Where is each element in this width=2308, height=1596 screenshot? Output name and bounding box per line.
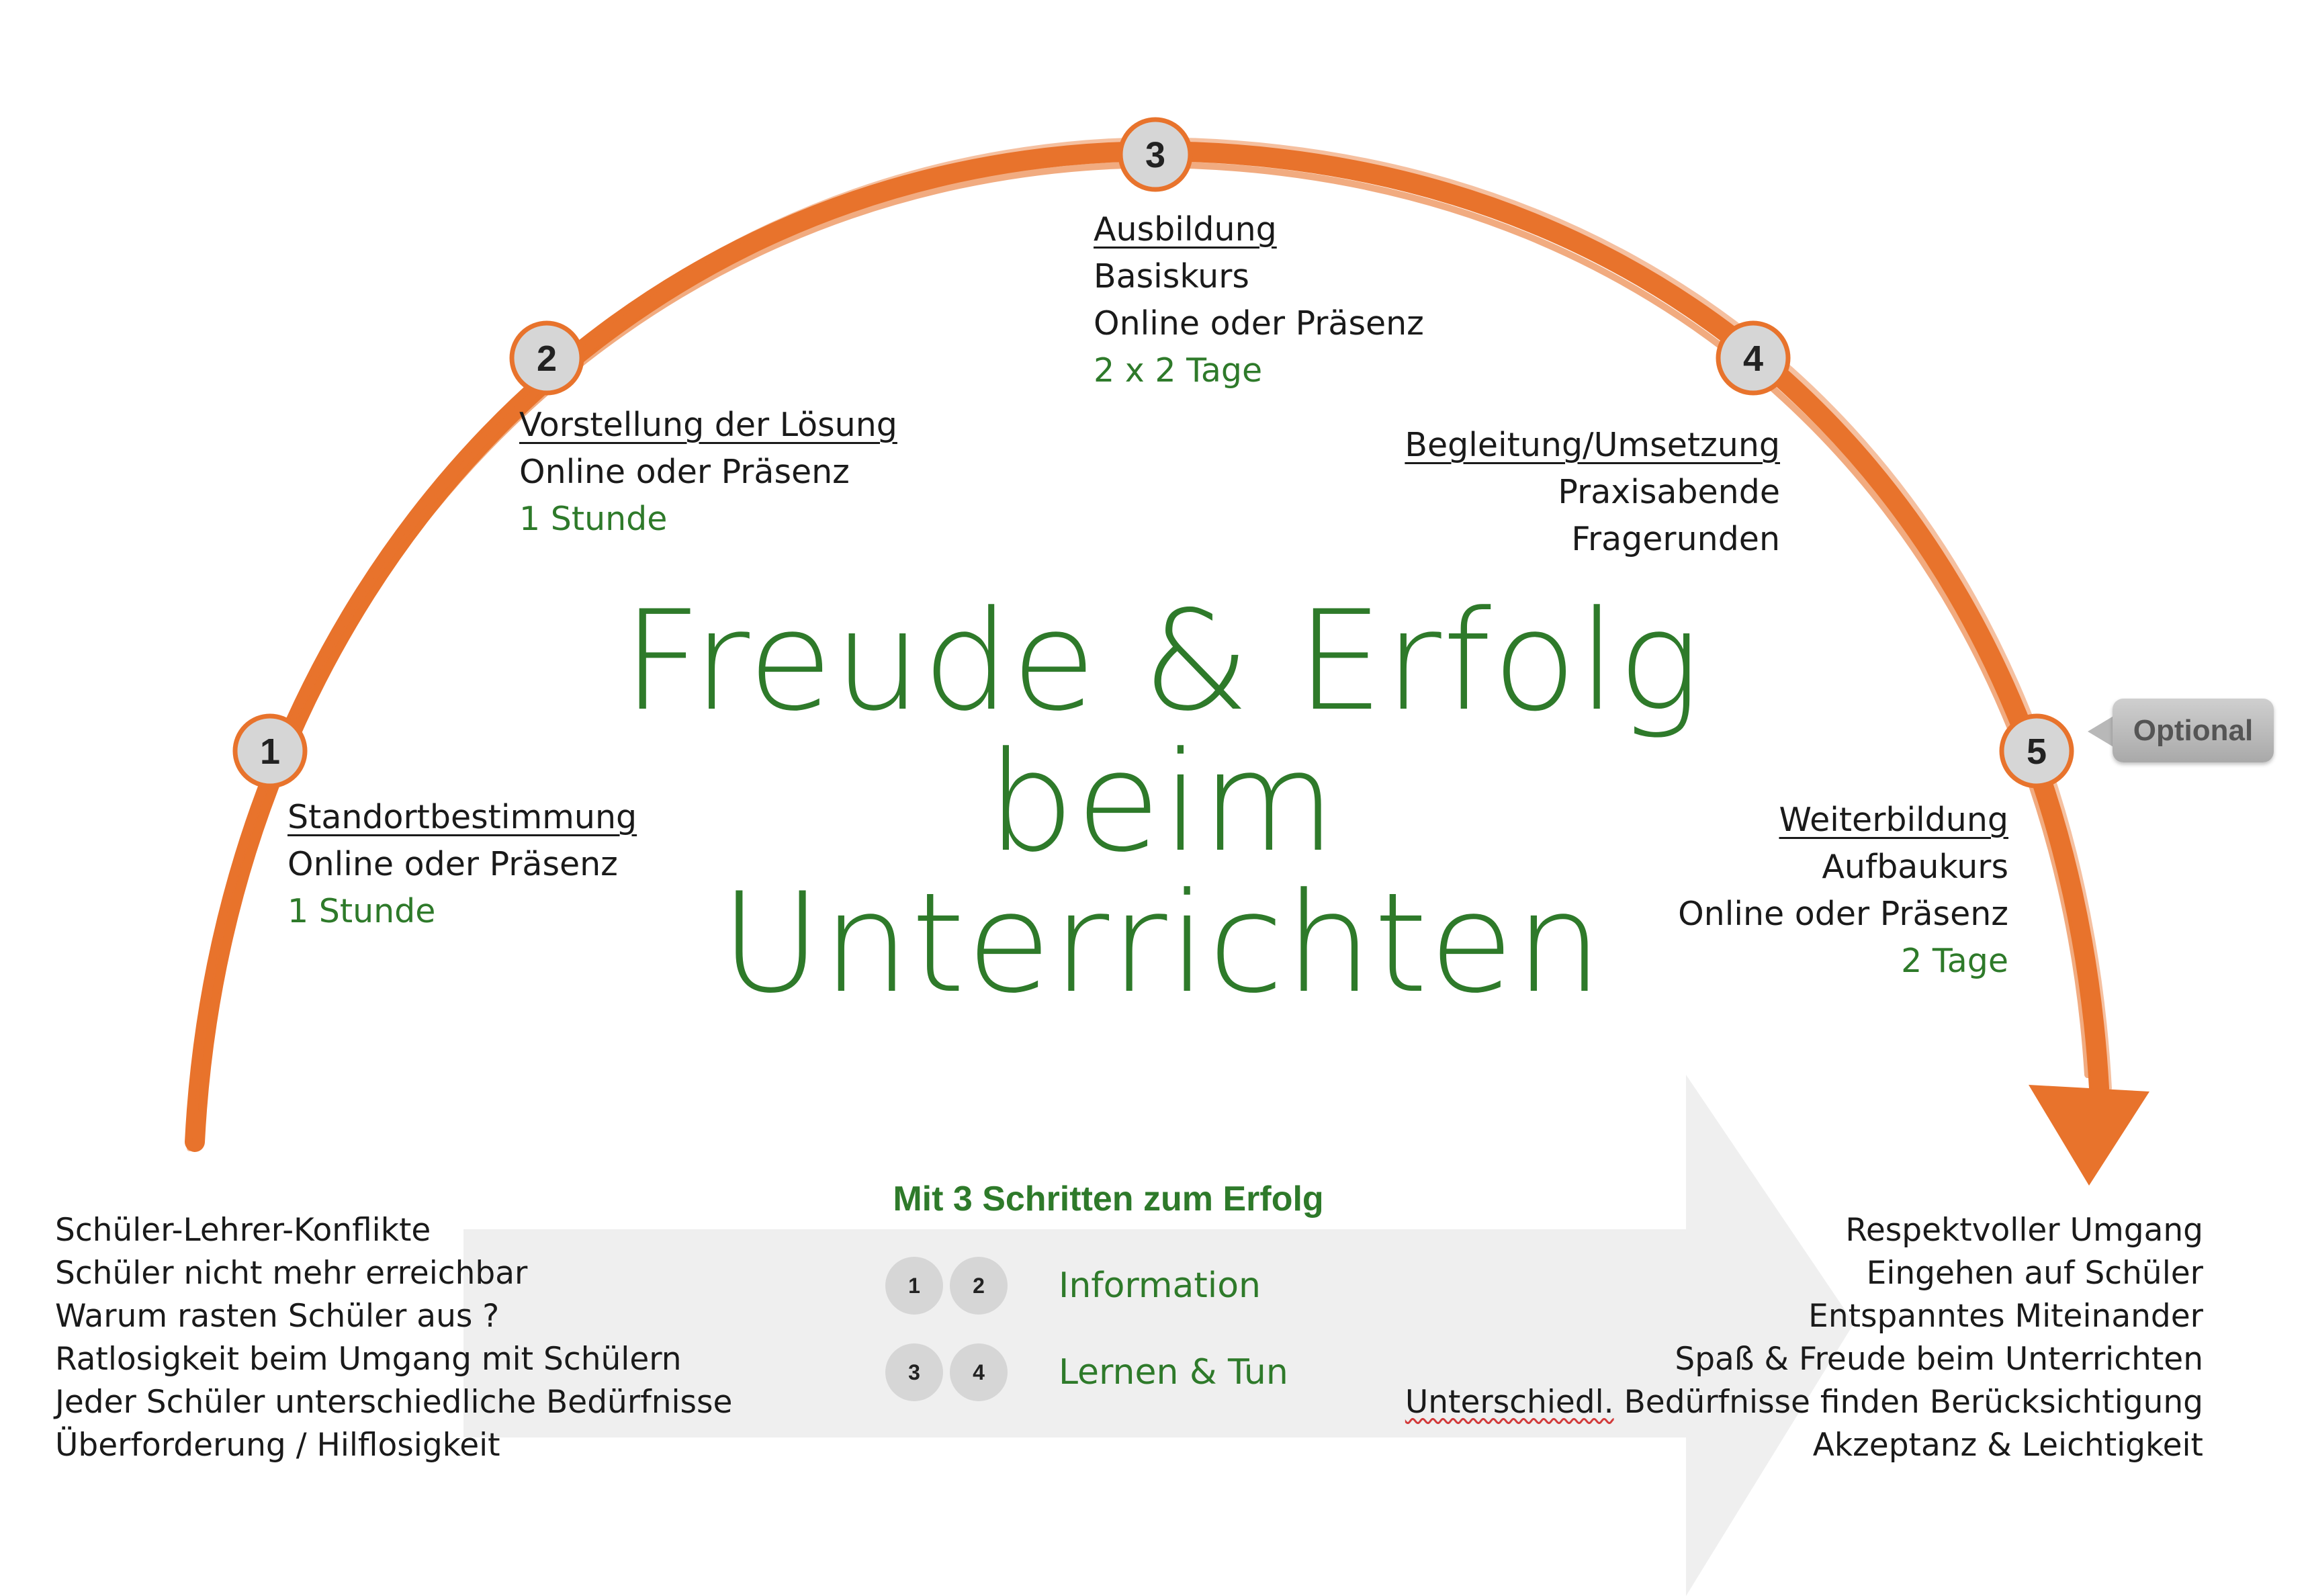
optional-label: Optional: [2133, 713, 2254, 747]
list-item: Ratlosigkeit beim Umgang mit Schülern: [55, 1341, 682, 1378]
step-heading: Standortbestimmung: [287, 798, 637, 836]
list-item: Entspanntes Miteinander: [1808, 1298, 2203, 1335]
three-steps-title: Mit 3 Schritten zum Erfolg: [893, 1180, 1324, 1218]
step-3-text: Ausbildung Basiskurs Online oder Präsenz…: [1094, 206, 1424, 394]
step-1-text: Standortbestimmung Online oder Präsenz 1…: [287, 794, 637, 935]
step-marker-4: 4: [1716, 320, 1791, 396]
step-duration: 1 Stunde: [287, 892, 436, 930]
mini-step-circle: 4: [950, 1343, 1008, 1401]
step-heading: Begleitung/Umsetzung: [1405, 426, 1780, 464]
step-line: Aufbaukurs: [1822, 848, 2008, 886]
step-number: 3: [1145, 135, 1165, 175]
main-title-line: Freude & Erfolg: [622, 582, 1702, 742]
mini-step-circle: 1: [885, 1257, 943, 1315]
step-5-text: Weiterbildung Aufbaukurs Online oder Prä…: [1599, 797, 2008, 985]
step-heading: Vorstellung der Lösung: [519, 406, 897, 444]
step-number: 2: [537, 339, 557, 379]
list-item: Schüler nicht mehr erreichbar: [55, 1255, 528, 1292]
list-item-text: Bedürfnisse finden Berücksichtigung: [1613, 1384, 2203, 1421]
main-title-line: Unterrichten: [720, 864, 1604, 1024]
step-duration: 2 x 2 Tage: [1094, 351, 1263, 390]
step-number: 4: [1743, 339, 1763, 379]
main-title: Freude & Erfolg beim Unterrichten: [605, 591, 1720, 1014]
step-number: 5: [2027, 732, 2047, 772]
mini-step-circle: 3: [885, 1343, 943, 1401]
step-line: Praxisabende: [1558, 473, 1780, 511]
step-heading: Weiterbildung: [1779, 801, 2009, 839]
step-line: Online oder Präsenz: [287, 845, 618, 883]
step-marker-2: 2: [509, 320, 584, 396]
step-line: Online oder Präsenz: [1094, 304, 1424, 343]
list-item: Respektvoller Umgang: [1845, 1212, 2203, 1249]
arc-arrowhead: [2029, 1085, 2149, 1186]
step-marker-5: 5: [1999, 713, 2074, 789]
optional-pointer: [2088, 715, 2115, 748]
problems-list: Schüler-Lehrer-Konflikte Schüler nicht m…: [55, 1209, 732, 1467]
list-item: Eingehen auf Schüler: [1866, 1255, 2203, 1292]
step-line: Fragerunden: [1571, 520, 1780, 558]
optional-badge: Optional: [2113, 699, 2274, 762]
list-item: Schüler-Lehrer-Konflikte: [55, 1212, 431, 1249]
list-item: Warum rasten Schüler aus ?: [55, 1298, 500, 1335]
step-2-text: Vorstellung der Lösung Online oder Präse…: [519, 402, 897, 543]
list-item: Überforderung / Hilflosigkeit: [55, 1427, 500, 1464]
list-item: Spaß & Freude beim Unterrichten: [1675, 1341, 2203, 1378]
list-item: Unterschiedl. Bedürfnisse finden Berücks…: [1397, 1381, 2203, 1424]
step-line: Online oder Präsenz: [519, 453, 850, 491]
step-heading: Ausbildung: [1094, 210, 1277, 249]
list-item: Akzeptanz & Leichtigkeit: [1812, 1427, 2203, 1464]
three-steps-label: Information: [1059, 1266, 1261, 1306]
step-duration: 2 Tage: [1901, 942, 2008, 980]
results-list: Respektvoller Umgang Eingehen auf Schüle…: [1397, 1209, 2203, 1467]
step-marker-1: 1: [232, 713, 308, 789]
mini-step-circle: 2: [950, 1257, 1008, 1315]
step-4-text: Begleitung/Umsetzung Praxisabende Frager…: [1377, 422, 1780, 563]
step-number: 1: [260, 732, 280, 772]
misspelled-word: Unterschiedl.: [1405, 1384, 1614, 1421]
main-title-line: beim: [987, 723, 1337, 883]
step-line: Basiskurs: [1094, 257, 1249, 296]
step-line: Online oder Präsenz: [1678, 895, 2008, 933]
list-item: Jeder Schüler unterschiedliche Bedürfnis…: [55, 1384, 733, 1421]
step-duration: 1 Stunde: [519, 500, 668, 538]
step-marker-3: 3: [1118, 117, 1193, 192]
background-arrow: [463, 1075, 1854, 1596]
three-steps-label: Lernen & Tun: [1059, 1352, 1288, 1392]
